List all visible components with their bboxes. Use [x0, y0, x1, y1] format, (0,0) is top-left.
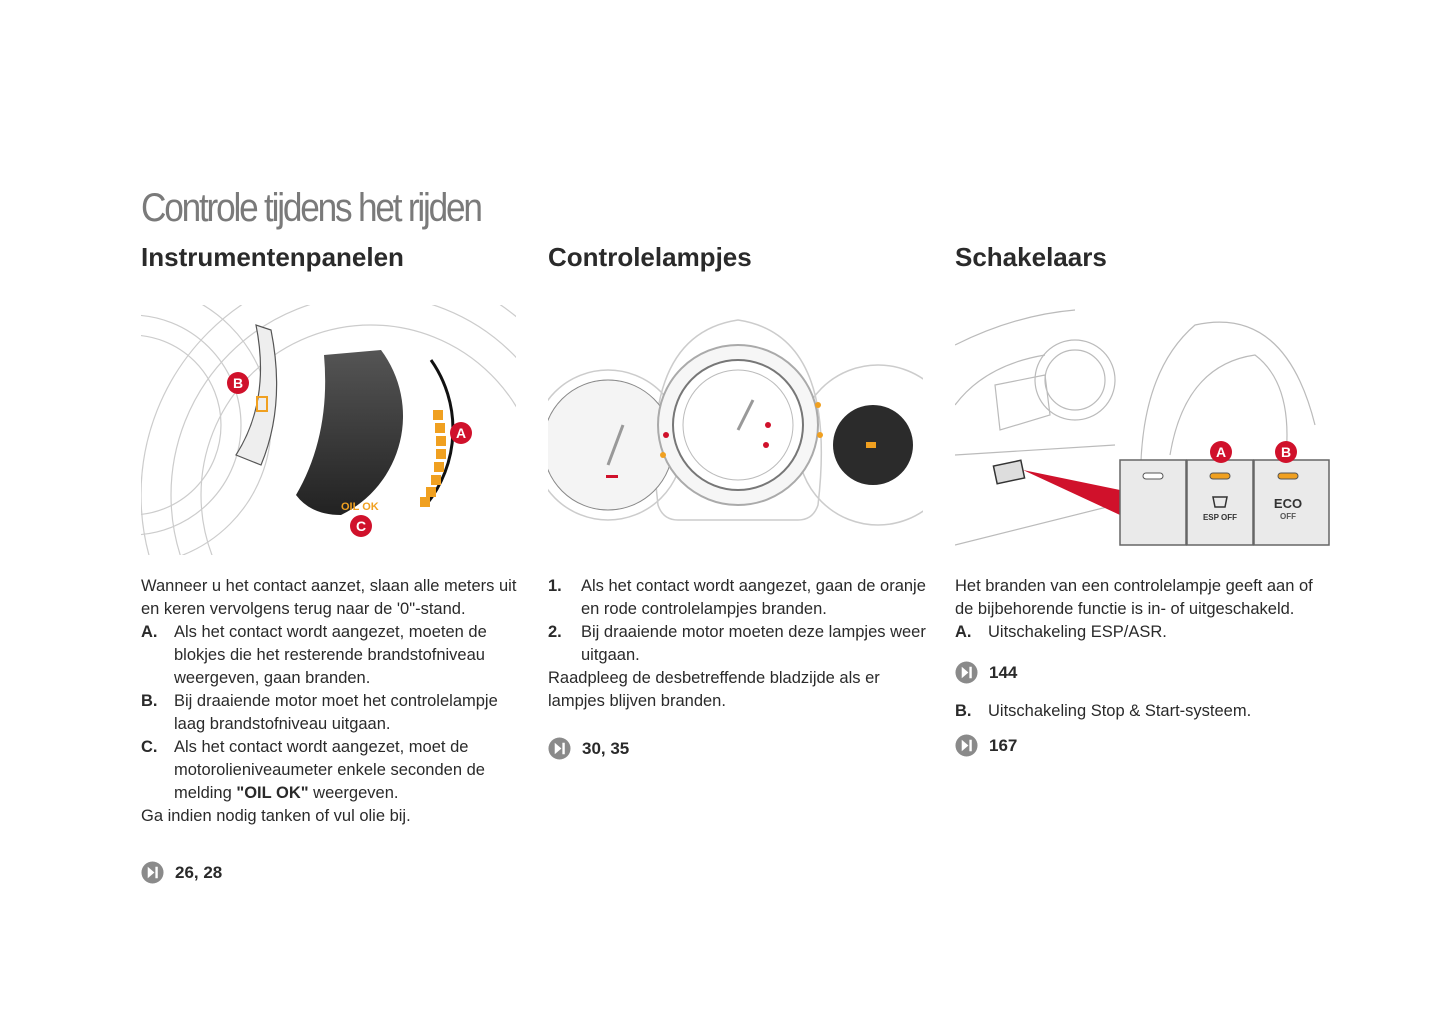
- page-ref-icon: [955, 661, 978, 684]
- esp-off-label: ESP OFF: [1203, 513, 1237, 522]
- list-item: A.Als het contact wordt aangezet, moeten…: [141, 623, 487, 687]
- section-heading: Controlelampjes: [548, 242, 752, 272]
- oil-ok-label: OIL OK: [341, 501, 379, 513]
- marker-c: C: [350, 515, 372, 537]
- section-heading: Schakelaars: [955, 242, 1107, 272]
- outro-text: Ga indien nodig tanken of vul olie bij.: [141, 807, 411, 825]
- outro-text: Raadpleeg de desbetreffende bladzijde al…: [548, 669, 880, 710]
- eco-off-label: OFF: [1280, 512, 1296, 521]
- page-ref-icon: [955, 734, 978, 757]
- marker-b: B: [1275, 441, 1297, 463]
- svg-text:B: B: [233, 375, 243, 391]
- eco-label: ECO: [1274, 496, 1302, 511]
- section-heading: Instrumentenpanelen: [141, 242, 404, 272]
- list-item: B.Bij draaiende motor moet het controlel…: [141, 692, 498, 733]
- instrument-panel-illustration: OIL OK B A C: [141, 305, 516, 555]
- page-reference[interactable]: 144: [955, 661, 1335, 684]
- list-item: 2.Bij draaiende motor moeten deze lampje…: [548, 623, 926, 664]
- svg-text:B: B: [1281, 444, 1291, 460]
- svg-text:A: A: [456, 425, 466, 441]
- page-reference[interactable]: 30, 35: [548, 737, 928, 760]
- page-ref-icon: [548, 737, 571, 760]
- section-warning-lamps: Controlelampjes 1.Als het contact wordt …: [548, 240, 928, 760]
- list-item: B.Uitschakeling Stop & Start-systeem.: [955, 702, 1252, 720]
- list-item: C.Als het contact wordt aangezet, moet d…: [141, 738, 485, 802]
- intro-text: Het branden van een controlelampje geeft…: [955, 577, 1313, 618]
- page-title: Controle tijdens het rijden: [141, 186, 483, 230]
- esp-car-icon: [1212, 496, 1228, 508]
- marker-a: A: [1210, 441, 1232, 463]
- svg-text:A: A: [1216, 444, 1226, 460]
- warning-lamps-illustration: [548, 319, 923, 526]
- section-switches: Schakelaars ESP OFF ECO OFF A B Het bran…: [955, 240, 1335, 757]
- list-item: A.Uitschakeling ESP/ASR.: [955, 623, 1167, 641]
- marker-a: A: [450, 422, 472, 444]
- list-item: 1.Als het contact wordt aangezet, gaan d…: [548, 577, 926, 618]
- section-instrument-panels: Instrumentenpanelen OIL OK B A C Wanneer…: [141, 240, 521, 884]
- page-ref-icon: [141, 861, 164, 884]
- marker-b: B: [227, 372, 249, 394]
- page-reference[interactable]: 26, 28: [141, 861, 521, 884]
- switches-illustration: ESP OFF ECO OFF A B: [955, 309, 1330, 546]
- intro-text: Wanneer u het contact aanzet, slaan alle…: [141, 577, 517, 618]
- page-reference[interactable]: 167: [955, 734, 1335, 757]
- svg-text:C: C: [356, 518, 366, 534]
